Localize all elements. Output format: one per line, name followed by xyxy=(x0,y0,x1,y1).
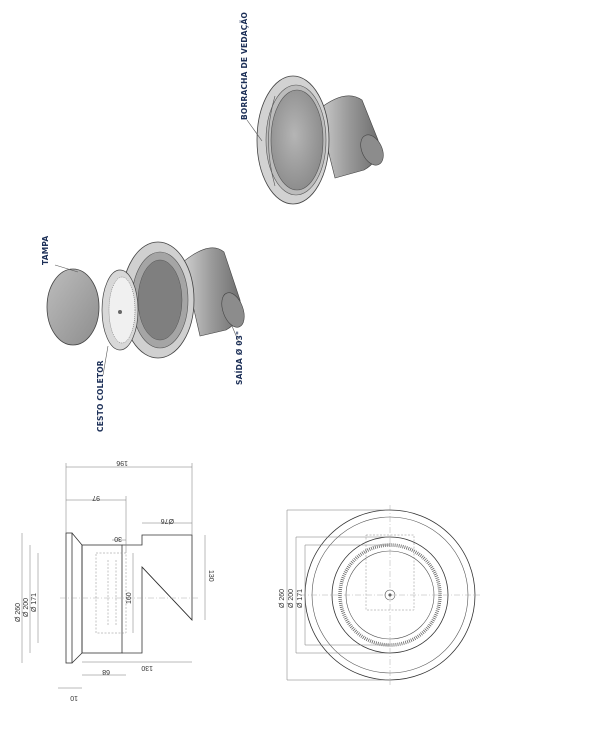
dim-overall-length: 196 xyxy=(116,459,128,466)
dim-dia-171: Ø 171 xyxy=(31,593,38,612)
iso-view-exploded xyxy=(46,241,245,359)
iso-view-assembled xyxy=(256,75,384,205)
callout-leader-lid xyxy=(54,264,79,273)
callout-gasket: BORRACHA DE VEDAÇÃO xyxy=(240,12,249,120)
dim-basket-height: 160 xyxy=(126,592,133,604)
callout-leader-basket xyxy=(102,345,109,376)
dim-outlet-diameter: Ø76 xyxy=(161,517,174,524)
dim-basket-offset: 30 xyxy=(114,535,122,542)
callout-lid: TAMPA xyxy=(41,236,50,265)
dim-basket-depth: 68 xyxy=(102,668,110,675)
side-view-dimensions xyxy=(21,463,206,689)
front-dim-dia-200: Ø 200 xyxy=(288,589,295,608)
dim-body-length: 97 xyxy=(92,494,100,501)
dim-outlet-height: 130 xyxy=(207,570,214,582)
callout-basket: CESTO COLETOR xyxy=(96,360,105,432)
side-section-view xyxy=(60,532,200,664)
callout-leader-gasket xyxy=(246,119,263,142)
front-view xyxy=(300,505,480,685)
front-view-dimensions xyxy=(286,509,390,681)
dim-dia-260: Ø 260 xyxy=(15,603,22,622)
callout-leader-outlet xyxy=(231,325,241,346)
dim-flange-thickness: 10 xyxy=(70,694,78,701)
callout-outlet: SAÍDA Ø 03" xyxy=(235,331,244,385)
dim-dia-200: Ø 200 xyxy=(23,598,30,617)
front-dim-dia-171: Ø 171 xyxy=(297,589,304,608)
dim-basket-width: 130 xyxy=(141,664,153,671)
front-dim-dia-260: Ø 260 xyxy=(279,589,286,608)
